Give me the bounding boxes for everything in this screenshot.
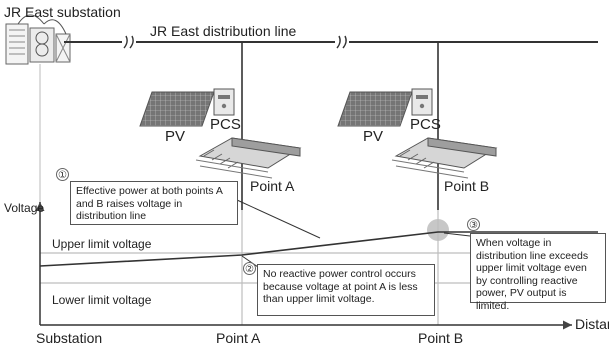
callout-3-leader (443, 232, 471, 237)
pcs-cabinet-icon (411, 88, 433, 116)
lower-limit-label: Lower limit voltage (52, 293, 152, 307)
voltage-profile (39, 231, 598, 267)
point-b-site-label: Point B (444, 178, 490, 194)
distribution-line-label: JR East distribution line (150, 23, 297, 39)
callout-3-box: When voltage in distribution line exceed… (470, 233, 606, 312)
x-tick-substation: Substation (36, 330, 103, 346)
substation-title: JR East substation (4, 4, 121, 20)
substation-transformer-icon (5, 14, 71, 65)
pcs-label-b: PCS (410, 116, 441, 133)
line-break-icon (122, 35, 349, 49)
exceed-highlight (427, 219, 449, 241)
pv-label-b: PV (363, 128, 384, 145)
upper-limit-label: Upper limit voltage (52, 237, 152, 251)
callout-1-box: Effective power at both points A and B r… (70, 181, 238, 225)
solar-panel-icon (337, 91, 413, 127)
pcs-cabinet-icon (213, 88, 235, 116)
callout-1-leader (236, 199, 321, 239)
pcs-label-a: PCS (210, 116, 241, 133)
solar-panel-icon (139, 91, 215, 127)
x-axis-label: Distance (575, 316, 609, 332)
x-tick-point-a: Point A (216, 330, 261, 346)
callout-3-number: ③ (467, 218, 480, 231)
train-icon (391, 137, 498, 179)
point-a-site-label: Point A (250, 178, 295, 194)
y-axis-label: Voltage (4, 201, 45, 215)
callout-2-box: No reactive power control occurs because… (257, 264, 435, 316)
train-icon (195, 137, 302, 179)
pv-label-a: PV (165, 128, 186, 145)
callout-1-number: ① (56, 168, 69, 181)
x-tick-point-b: Point B (418, 330, 464, 346)
callout-2-number: ② (243, 262, 256, 275)
